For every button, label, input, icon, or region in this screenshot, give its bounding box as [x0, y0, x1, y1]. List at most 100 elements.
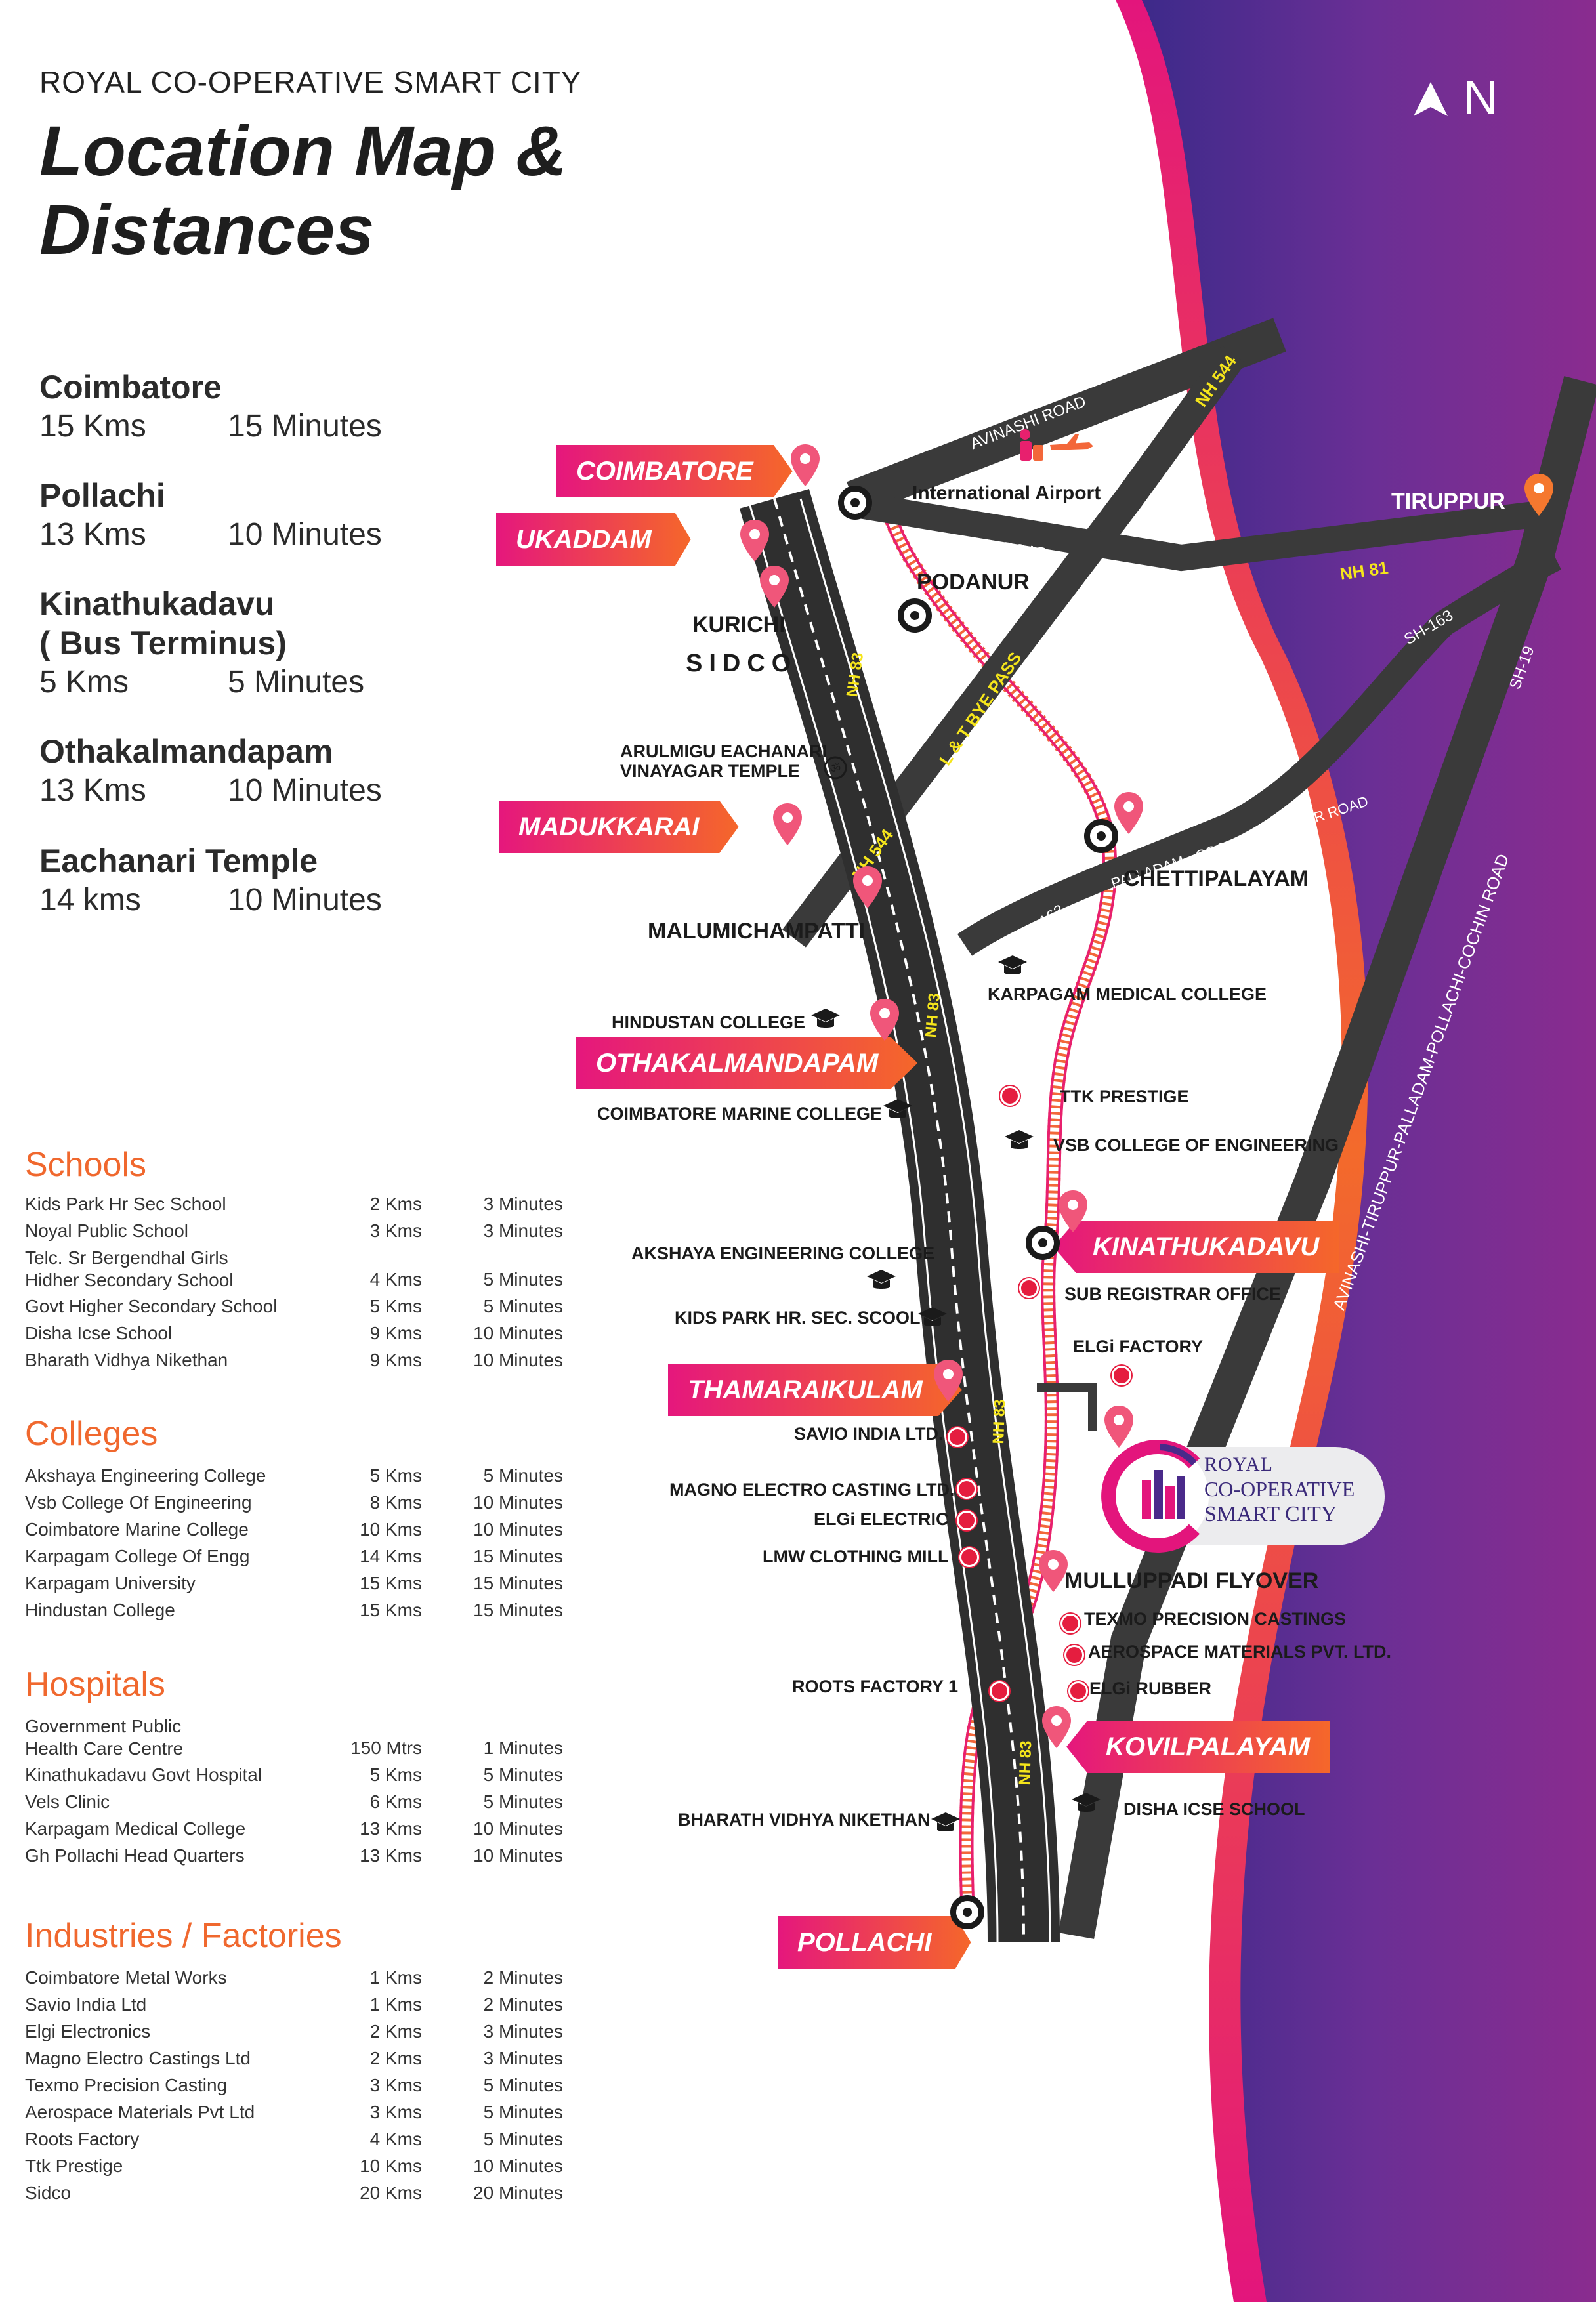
tag-kinathukadavu: KINATHUKADAVU [1053, 1221, 1339, 1273]
location-pin-icon [1524, 474, 1553, 516]
distance-time: 10 Minutes [228, 883, 382, 917]
row-name: Vels Clinic [25, 1791, 110, 1812]
row-time: 10 Minutes [473, 1818, 563, 1839]
distance-name: Kinathukadavu [39, 585, 275, 622]
landmark-dot [959, 1547, 979, 1567]
north-indicator: N [1411, 71, 1498, 125]
graduation-cap-icon [883, 1099, 912, 1118]
row-km: 6 Kms [369, 1791, 422, 1812]
row-name: Noyal Public School [25, 1221, 189, 1241]
row-time: 15 Minutes [473, 1573, 563, 1593]
row-km: 8 Kms [369, 1492, 422, 1513]
logo-line-1: ROYAL [1204, 1454, 1274, 1475]
row-time: 5 Minutes [483, 1765, 563, 1785]
row-name: Kinathukadavu Govt Hospital [25, 1765, 262, 1785]
row-name: Hindustan College [25, 1600, 175, 1620]
north-arrow-icon [1414, 82, 1448, 116]
location-pin-icon [934, 1360, 963, 1402]
logo-line-2: CO-OPERATIVE [1204, 1477, 1355, 1501]
label-elgielectric: ELGi ELECTRIC [814, 1509, 949, 1529]
row-name: Karpagam University [25, 1573, 196, 1593]
north-label: N [1463, 72, 1498, 124]
distance-name: Othakalmandapam [39, 733, 333, 770]
row-name: Karpagam College Of Engg [25, 1546, 250, 1566]
hospitals-title: Hospitals [25, 1665, 165, 1704]
row-name: Akshaya Engineering College [25, 1465, 266, 1486]
row-time: 1 Minutes [483, 1738, 563, 1758]
label-ttk: TTK PRESTIGE [1060, 1087, 1189, 1106]
distance-name: Eachanari Temple [39, 843, 318, 879]
row-km: 10 Kms [360, 2156, 422, 2176]
label-vsb: VSB COLLEGE OF ENGINEERING [1053, 1135, 1339, 1155]
label-chettipalayam: CHETTIPALAYAM [1124, 866, 1309, 891]
row-time: 5 Minutes [483, 2129, 563, 2149]
table-row: Vels Clinic 6 Kms 5 Minutes [25, 1788, 563, 1815]
distance-name: Pollachi [39, 477, 165, 514]
row-km: 15 Kms [360, 1600, 422, 1620]
tag-madukkarai: MADUKKARAI [499, 801, 739, 853]
logo-emblem-icon [1101, 1440, 1385, 1553]
row-name: Savio India Ltd [25, 1994, 147, 2015]
title-line-2: Distances [39, 190, 375, 269]
row-name: Magno Electro Castings Ltd [25, 2048, 251, 2068]
label-podanur: PODANUR [917, 570, 1030, 595]
row-time: 5 Minutes [483, 1791, 563, 1812]
distance-km: 5 Kms [39, 665, 129, 700]
table-row: Kinathukadavu Govt Hospital 5 Kms 5 Minute… [25, 1761, 563, 1788]
row-name-line2: Hidher Secondary School [25, 1270, 234, 1290]
railway-station-icon [838, 486, 872, 520]
location-pin-icon [773, 803, 802, 845]
row-time: 15 Minutes [473, 1546, 563, 1566]
landmark-dot [990, 1681, 1009, 1701]
row-km: 3 Kms [369, 2075, 422, 2095]
row-km: 5 Kms [369, 1765, 422, 1785]
location-pin-icon [1104, 1406, 1133, 1448]
row-name: Coimbatore Metal Works [25, 1967, 227, 1988]
row-name: Elgi Electronics [25, 2021, 151, 2041]
colleges-title: Colleges [25, 1415, 158, 1453]
temple-icon: ॐ [824, 756, 847, 780]
location-pin-icon [740, 520, 769, 562]
row-km: 4 Kms [369, 2129, 422, 2149]
row-name: Bharath Vidhya Nikethan [25, 1350, 228, 1370]
row-time: 10 Minutes [473, 2156, 563, 2176]
distance-name-2: ( Bus Terminus) [39, 625, 287, 661]
distance-km: 15 Kms [39, 409, 146, 444]
graduation-cap-icon [1005, 1130, 1034, 1149]
row-time: 5 Minutes [483, 2075, 563, 2095]
row-km: 13 Kms [360, 1845, 422, 1866]
location-pin-icon [1114, 792, 1143, 834]
tag-thamaraikulam: THAMARAIKULAM [668, 1364, 962, 1416]
row-time: 20 Minutes [473, 2183, 563, 2203]
label-airport: International Airport [912, 482, 1101, 504]
label-aerospace: AEROSPACE MATERIALS PVT. LTD. [1088, 1642, 1392, 1662]
row-time: 2 Minutes [483, 1994, 563, 2015]
row-km: 5 Kms [369, 1296, 422, 1316]
label-malumichampatti: MALUMICHAMPATTI [648, 919, 866, 944]
row-name: Gh Pollachi Head Quarters [25, 1845, 245, 1866]
label-savio: SAVIO INDIA LTD. [794, 1424, 944, 1444]
row-km: 15 Kms [360, 1573, 422, 1593]
wave-purple [1142, 0, 1596, 2302]
tag-othakalmandapam: OTHAKALMANDAPAM [576, 1037, 918, 1089]
schools-title: Schools [25, 1146, 146, 1184]
landmark-dot [1064, 1645, 1084, 1665]
distance-time: 15 Minutes [228, 409, 382, 444]
railway-station-icon [1026, 1226, 1060, 1260]
row-km: 9 Kms [369, 1350, 422, 1370]
tag-pollachi: POLLACHI [778, 1916, 971, 1969]
page-title: Location Map & Distances [39, 112, 696, 269]
railway-station-icon [950, 1895, 984, 1929]
